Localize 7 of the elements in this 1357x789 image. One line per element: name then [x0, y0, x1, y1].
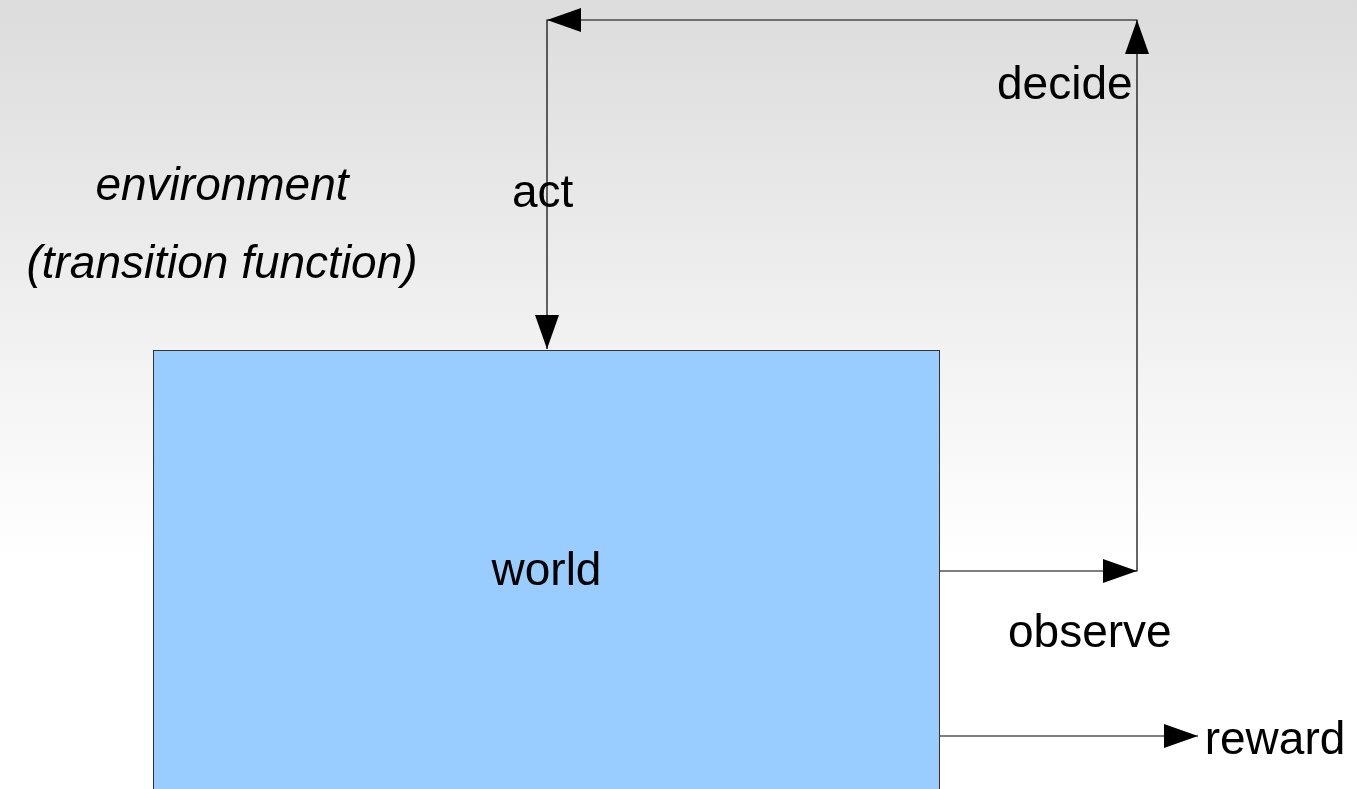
arrow — [535, 8, 1149, 583]
environment-label: environment (transition function) — [25, 157, 419, 290]
arrow — [939, 724, 1199, 748]
output-text: reward — [1200, 712, 1350, 764]
decide-label: decide — [997, 58, 1133, 109]
observe-label: observe — [1008, 606, 1172, 657]
world-box: world — [153, 350, 940, 789]
